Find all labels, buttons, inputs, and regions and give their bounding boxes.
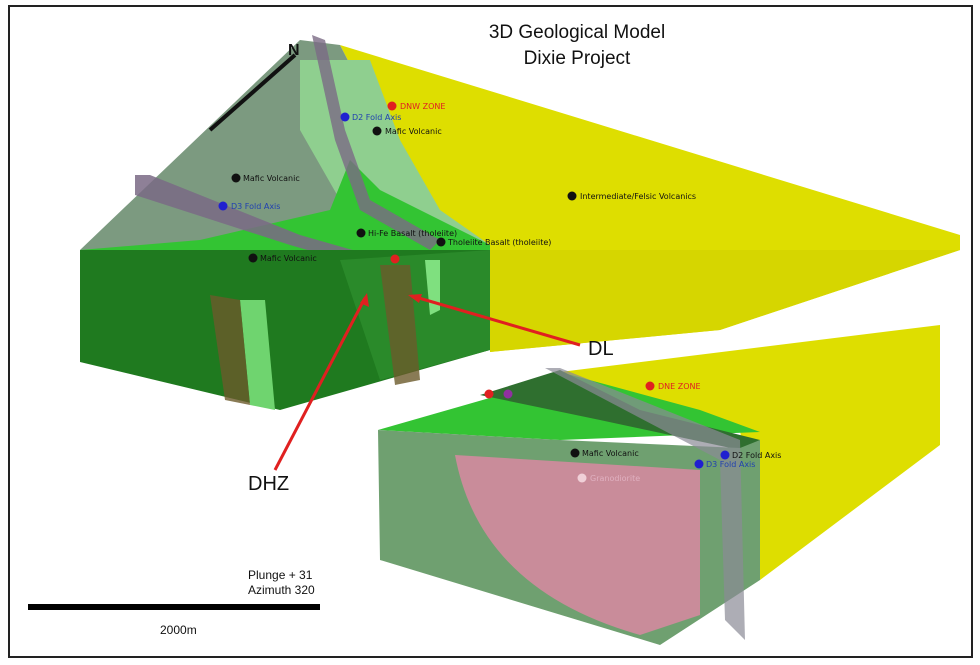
- lower-grey-fold-plane: [545, 368, 745, 640]
- yellow-front-face: [490, 250, 960, 352]
- title-line-1: 3D Geological Model: [489, 22, 665, 43]
- marker-dnw-zone: [387, 101, 397, 111]
- upper-block: [80, 35, 960, 410]
- image-frame: [8, 5, 973, 658]
- label-d3-fold-axis: D3 Fold Axis: [706, 460, 755, 469]
- marker-dne-zone: [645, 381, 655, 391]
- marker-mafic-volcanic: [372, 126, 382, 136]
- marker-mafic-volcanic: [570, 448, 580, 458]
- label-d3-fold-axis: D3 Fold Axis: [231, 202, 280, 211]
- marker-d3-fold-axis: [218, 201, 228, 211]
- label-d2-fold-axis: D2 Fold Axis: [732, 451, 781, 460]
- marker-zone: [484, 389, 494, 399]
- scale-bar: [28, 604, 320, 610]
- north-label: N: [288, 42, 300, 59]
- front-face-brown-strip: [210, 295, 250, 405]
- plunge-text: Plunge + 31: [248, 568, 313, 582]
- granodiorite-body: [455, 455, 700, 635]
- label-mafic-volcanic: Mafic Volcanic: [582, 449, 639, 458]
- label-mafic-volcanic: Mafic Volcanic: [243, 174, 300, 183]
- marker-mafic-volcanic: [248, 253, 258, 263]
- azimuth-text: Azimuth 320: [248, 583, 315, 597]
- marker-intermediate-felsic: [567, 191, 577, 201]
- marker-d2-fold-axis: [720, 450, 730, 460]
- label-basalt: Tholeiite Basalt (tholeiite): [447, 238, 551, 247]
- dhz-arrowhead-icon: [360, 293, 369, 307]
- label-mafic-volcanic: Mafic Volcanic: [260, 254, 317, 263]
- label-dnw-zone: DNW ZONE: [400, 102, 445, 111]
- label-intermediate-felsic: Intermediate/Felsic Volcanics: [580, 192, 696, 201]
- annotations: DNW ZONE D2 Fold Axis Mafic Volcanic Maf…: [218, 101, 781, 483]
- north-arrow-icon: N: [208, 42, 300, 132]
- front-face-light-strip: [240, 300, 275, 410]
- marker-dl-zone: [390, 254, 400, 264]
- title-line-2: Dixie Project: [524, 48, 631, 69]
- marker-basalt: [356, 228, 366, 238]
- label-mafic-volcanic: Mafic Volcanic: [385, 127, 442, 136]
- label-granodiorite: Granodiorite: [590, 474, 640, 483]
- marker-zone: [503, 389, 513, 399]
- callout-arrows: [273, 293, 581, 471]
- dhz-arrow: [273, 297, 367, 471]
- green-top: [80, 160, 490, 258]
- fold-band: [135, 175, 370, 265]
- marker-basalt: [436, 237, 446, 247]
- front-face-green-strip: [340, 250, 490, 380]
- callout-dl: DL: [588, 338, 614, 360]
- label-basalt: Hi-Fe Basalt (tholeiite): [368, 229, 457, 238]
- marker-mafic-volcanic: [231, 173, 241, 183]
- marker-d3-fold-axis: [694, 459, 704, 469]
- lower-block: [378, 325, 940, 645]
- dl-arrowhead-icon: [408, 294, 422, 303]
- marker-d2-fold-axis: [340, 112, 350, 122]
- label-d2-fold-axis: D2 Fold Axis: [352, 113, 401, 122]
- dl-arrow: [411, 294, 581, 347]
- callout-dhz: DHZ: [248, 473, 289, 495]
- scale-bar-label: 2000m: [160, 623, 197, 637]
- fold-band-2: [312, 35, 440, 250]
- label-dne-zone: DNE ZONE: [658, 382, 701, 391]
- marker-granodiorite: [577, 473, 587, 483]
